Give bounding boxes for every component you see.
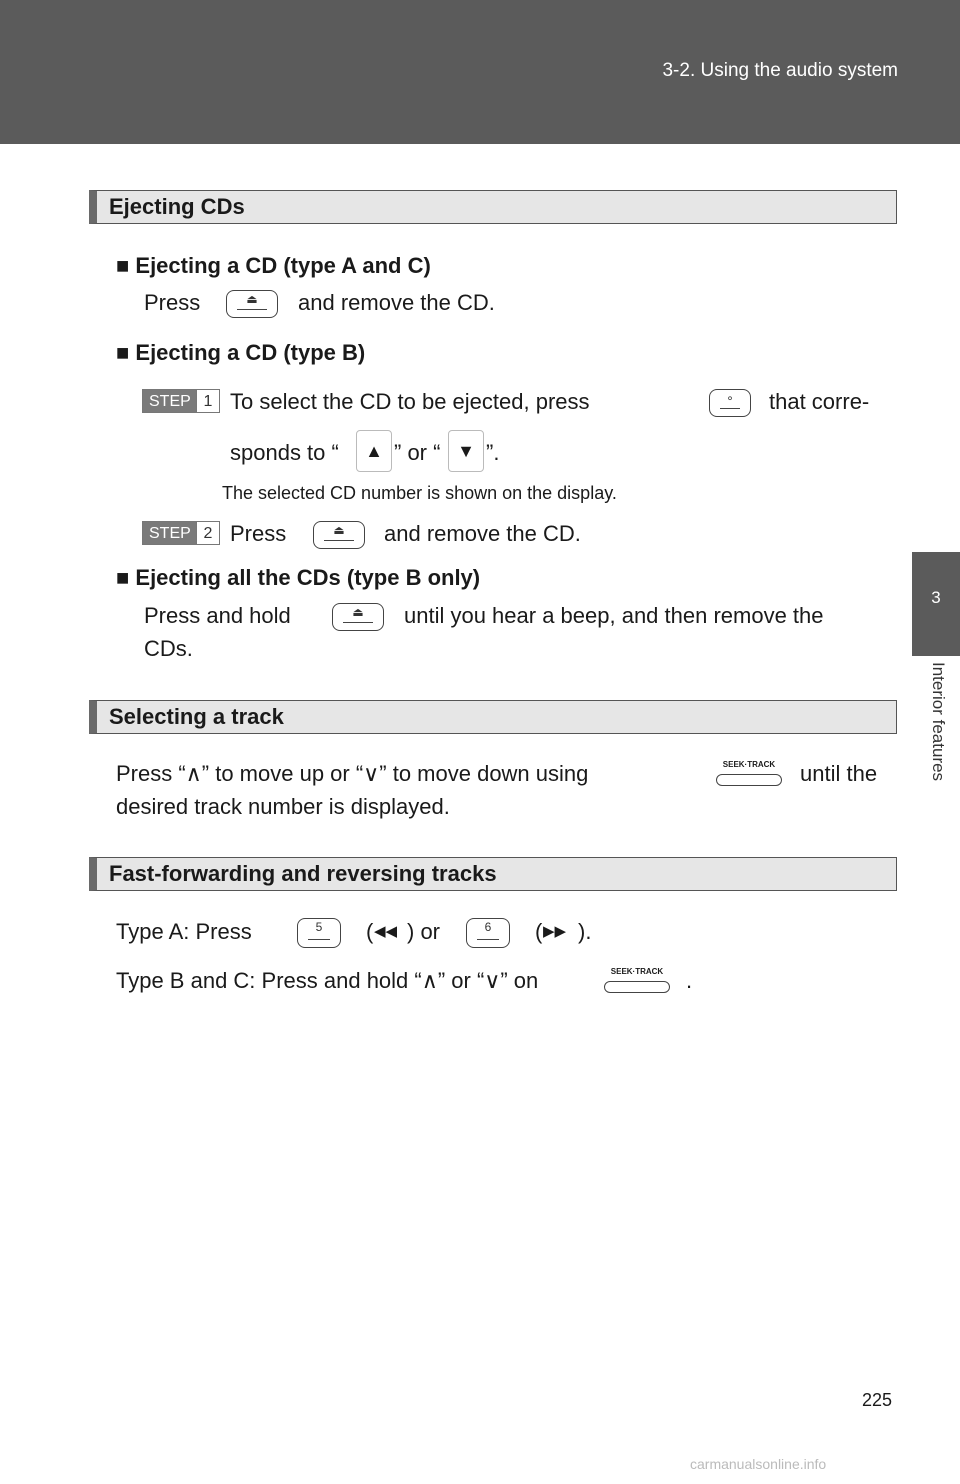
instruction-text: until you hear a beep, and then remove t…	[404, 603, 824, 628]
step-1-text: To select the CD to be ejected, press	[230, 389, 590, 414]
chapter-label: Interior features	[929, 662, 948, 782]
step-1-text: that corre-	[769, 389, 870, 414]
step-2-text: Press	[230, 521, 287, 546]
fast-text: ) or	[407, 919, 440, 944]
selecting-text: Press “∧” to move up or “∨” to move down…	[116, 761, 589, 786]
step-1-text: ”.	[486, 440, 500, 465]
fast-text: .	[686, 968, 693, 993]
eject-button-icon: ⏏	[313, 521, 365, 549]
disc-select-button-icon: ∘	[709, 389, 751, 417]
seek-track-button-icon: SEEK·TRACK	[604, 967, 670, 993]
selecting-text: until the	[800, 761, 878, 786]
selecting-text: desired track number is displayed.	[116, 794, 450, 819]
fast-text: Type A: Press	[116, 919, 252, 944]
subheading-type-b: ■ Ejecting a CD (type B)	[116, 340, 366, 365]
fast-forward-icon: ▶▶	[543, 923, 567, 940]
page-number: 225	[862, 1390, 893, 1410]
eject-icon: ⏏	[352, 605, 364, 619]
eject-icon: ⏏	[333, 523, 345, 537]
eject-button-icon: ⏏	[332, 603, 384, 631]
chapter-tab: 3	[912, 552, 960, 656]
button-6-icon: 6	[466, 918, 510, 948]
seek-track-button-icon: SEEK·TRACK	[716, 760, 782, 786]
eject-button-icon: ⏏	[226, 290, 278, 318]
fast-text: (	[366, 919, 374, 944]
fast-text: (	[535, 919, 543, 944]
step-1-note: The selected CD number is shown on the d…	[222, 483, 617, 503]
section-title-fast-forwarding: Fast-forwarding and reversing tracks	[89, 857, 897, 891]
step-1-text: sponds to “	[230, 440, 339, 465]
watermark: carmanualsonline.info	[690, 1456, 827, 1472]
instruction-text: and remove the CD.	[298, 290, 495, 315]
step-2-text: and remove the CD.	[384, 521, 581, 546]
fast-text: ).	[578, 919, 592, 944]
step-1-text: ” or “	[394, 440, 441, 465]
header-title: 3-2. Using the audio system	[662, 60, 898, 81]
dot-icon: ∘	[726, 391, 734, 405]
page-header: 3-2. Using the audio system	[0, 0, 960, 144]
section-title-selecting: Selecting a track	[89, 700, 897, 734]
up-arrow-icon: ▲	[356, 430, 392, 472]
instruction-text: Press and hold	[144, 603, 291, 628]
instruction-text: Press	[144, 290, 201, 315]
fast-text: Type B and C: Press and hold “∧” or “∨” …	[116, 968, 539, 993]
eject-icon: ⏏	[246, 292, 258, 306]
rewind-icon: ◀◀	[374, 923, 398, 940]
subheading-all-cds: ■ Ejecting all the CDs (type B only)	[116, 565, 481, 590]
subheading-type-a-c: ■ Ejecting a CD (type A and C)	[116, 253, 431, 278]
down-arrow-icon: ▼	[448, 430, 484, 472]
instruction-text: CDs.	[144, 636, 193, 661]
chapter-number: 3	[931, 588, 941, 607]
section-title-ejecting: Ejecting CDs	[89, 190, 897, 224]
button-5-icon: 5	[297, 918, 341, 948]
